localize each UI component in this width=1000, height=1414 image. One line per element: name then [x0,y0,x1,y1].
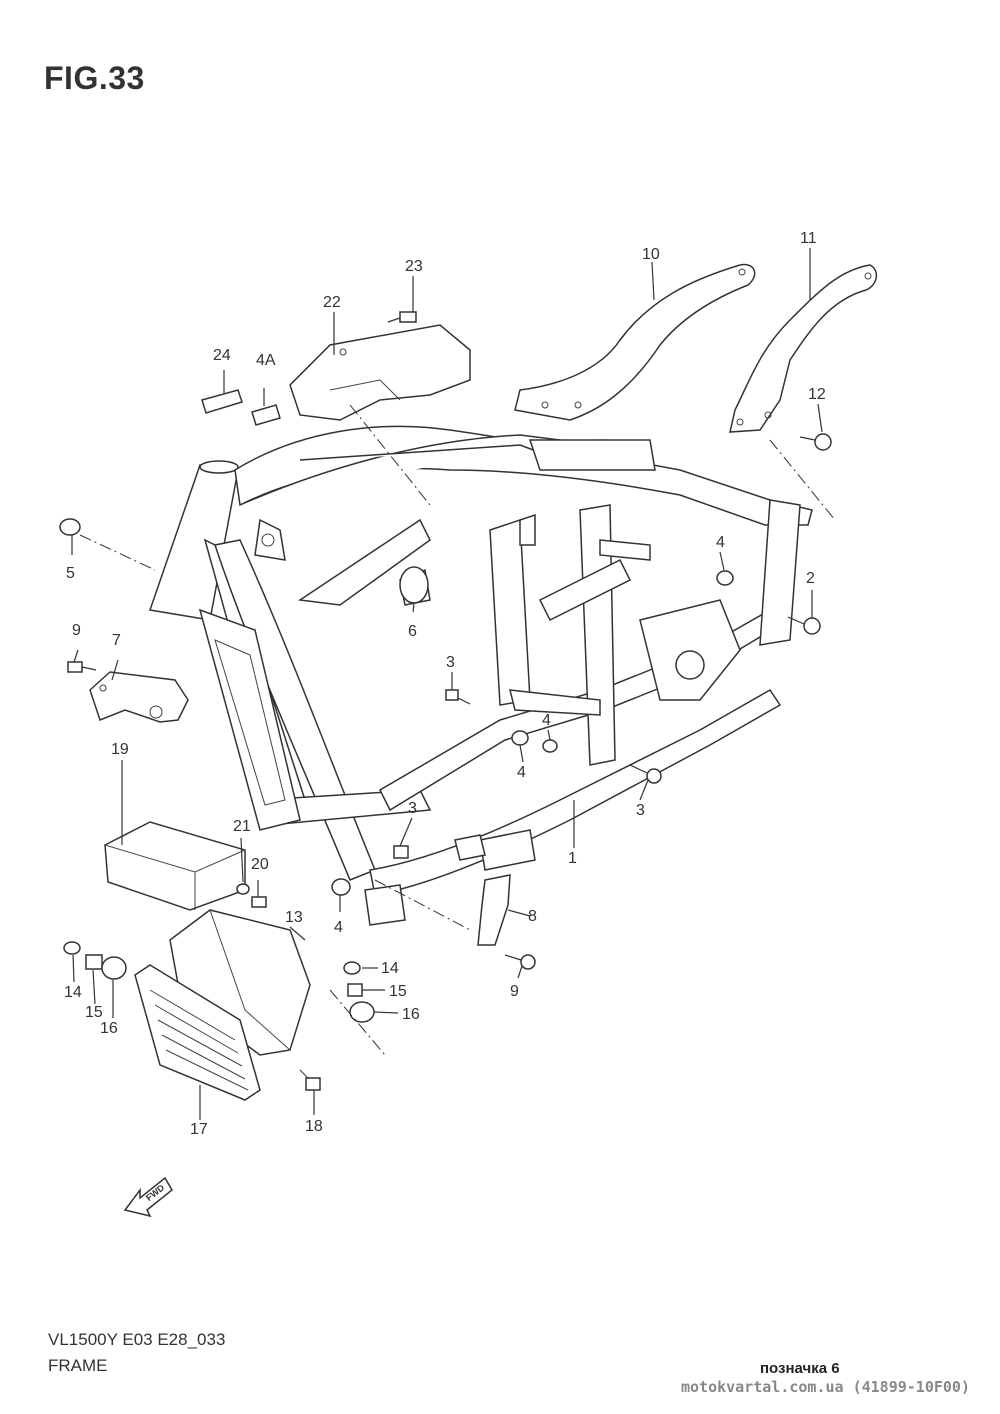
grille-17 [134,964,261,1101]
bolt-18 [305,1077,321,1091]
callout-24: 24 [213,347,231,364]
callout-3: 3 [636,802,645,819]
bolt-23 [387,311,417,323]
bolt-12 [799,433,832,451]
callout-20: 20 [251,856,269,873]
nut-4-middle [511,730,558,753]
callout-14: 14 [381,960,399,977]
bookmark-label: позначка 6 [760,1360,840,1377]
bolt-9-right [504,954,536,970]
callout-9: 9 [510,983,519,1000]
main-frame [149,425,813,926]
callout-4A: 4A [256,352,276,369]
cover-19 [104,821,246,911]
bracket-8 [477,874,511,946]
bolt-3-lower [393,845,409,859]
nut-4-lower [331,878,351,896]
callout-11: 11 [800,230,817,247]
callout-18: 18 [305,1118,323,1135]
callout-16: 16 [100,1020,118,1037]
callout-4: 4 [517,764,526,781]
callout-15: 15 [85,1004,103,1021]
bolt-9-left [67,661,97,673]
washer-21 [236,883,250,895]
callout-8: 8 [528,908,537,925]
alignment-lines [79,404,836,1081]
callout-2: 2 [806,570,815,587]
callout-3: 3 [446,654,455,671]
bolt-3-right [629,764,662,784]
pad-24 [201,389,243,414]
callout-13: 13 [285,909,303,926]
callout-4: 4 [542,712,551,729]
grommet-set-right [343,961,375,1023]
nut-4-right [716,570,734,586]
callout-21: 21 [233,818,251,835]
callout-16: 16 [402,1006,420,1023]
callout-17: 17 [190,1121,208,1138]
callout-7: 7 [112,632,121,649]
callout-22: 22 [323,294,341,311]
bracket-7 [89,671,189,723]
callout-23: 23 [405,258,423,275]
fwd-arrow-icon: FWD [123,1176,173,1218]
callout-6: 6 [408,623,417,640]
figure-title: FIG.33 [44,60,145,96]
callout-4: 4 [334,919,343,936]
callout-12: 12 [808,386,826,403]
callout-3: 3 [408,800,417,817]
callouts: 1 2 3 3 3 4 4 4 4 4A 5 6 7 8 9 9 10 11 1… [64,230,826,1138]
pad-4A [251,404,281,426]
grab-rail-right [729,264,878,433]
callout-5: 5 [66,565,75,582]
plug-6 [399,566,429,604]
callout-4: 4 [716,534,725,551]
grommet-set-left [63,941,127,980]
section-name: FRAME [48,1356,108,1375]
callout-10: 10 [642,246,660,263]
bracket-22 [289,324,471,421]
source-watermark: motokvartal.com.ua (41899-10F00) [681,1378,970,1396]
leader-lines [71,248,823,1120]
cap-5 [59,518,81,536]
bolt-3-upper [445,689,471,705]
bolt-20 [251,896,267,908]
model-code: VL1500Y E03 E28_033 [48,1330,226,1349]
callout-1: 1 [568,850,577,867]
callout-9: 9 [72,622,81,639]
callout-14: 14 [64,984,82,1001]
callout-19: 19 [111,741,129,758]
grab-rail-left [514,263,756,421]
callout-15: 15 [389,983,407,1000]
bolt-2 [787,616,821,635]
